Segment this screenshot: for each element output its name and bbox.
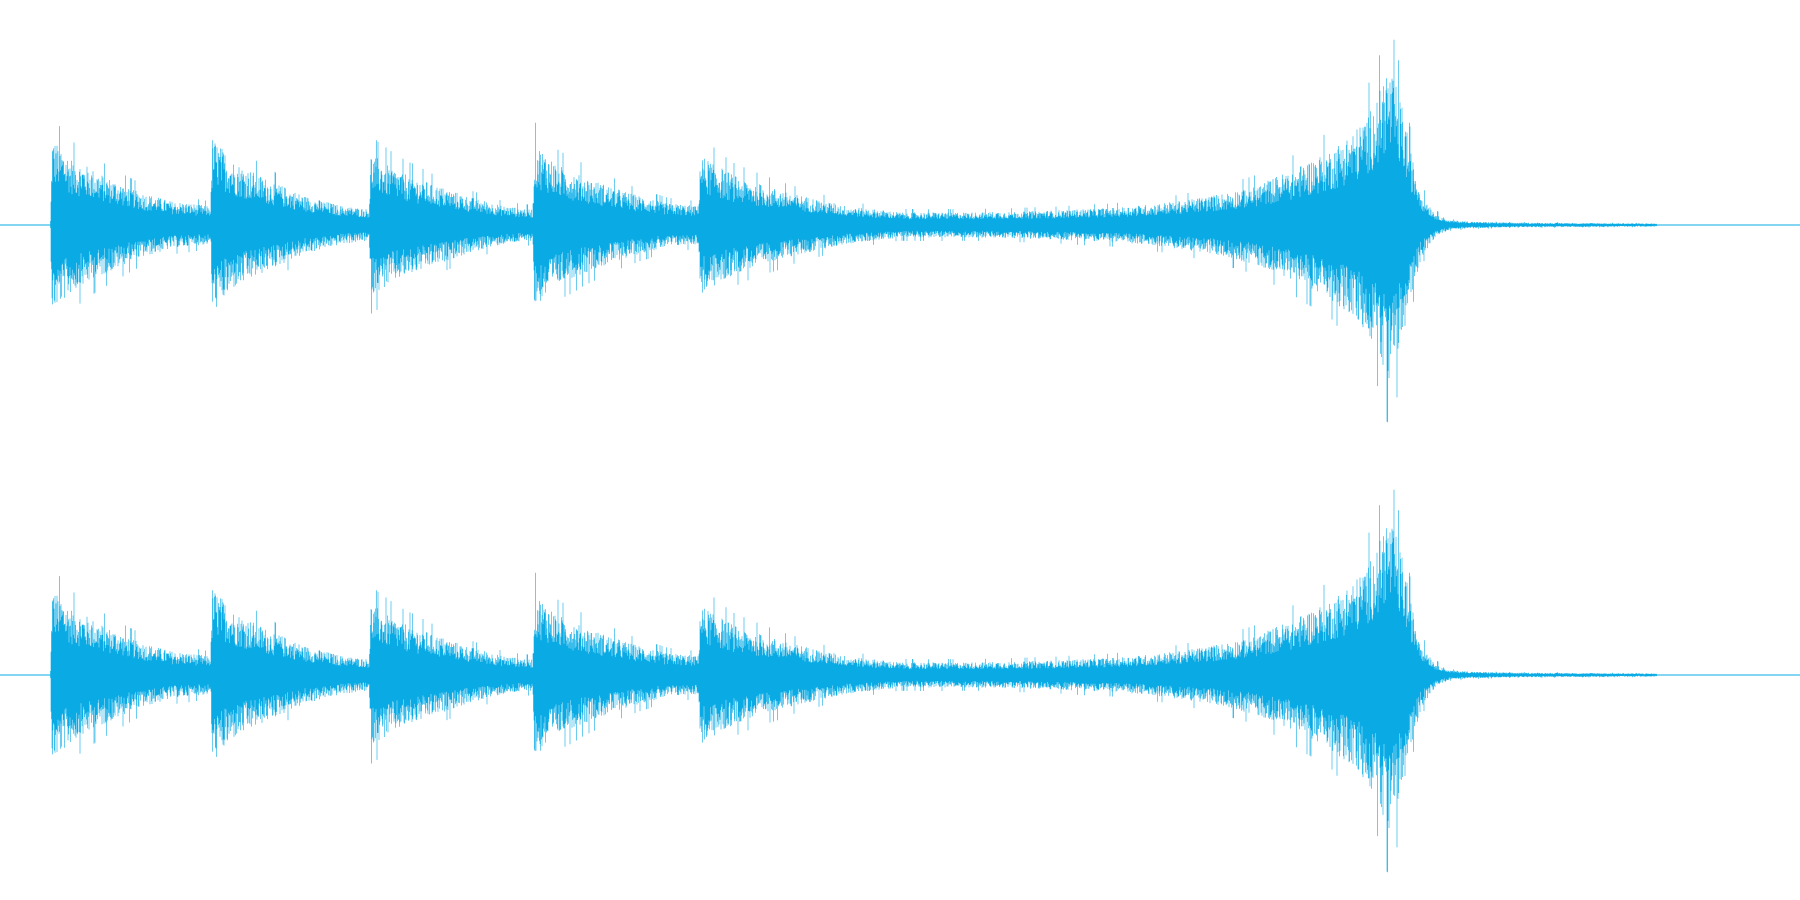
- channel-waveform-path: [50, 489, 1658, 873]
- channel-right-waveform: [0, 489, 1800, 873]
- channel-waveform-path: [50, 39, 1658, 423]
- channel-left-waveform: [0, 39, 1800, 423]
